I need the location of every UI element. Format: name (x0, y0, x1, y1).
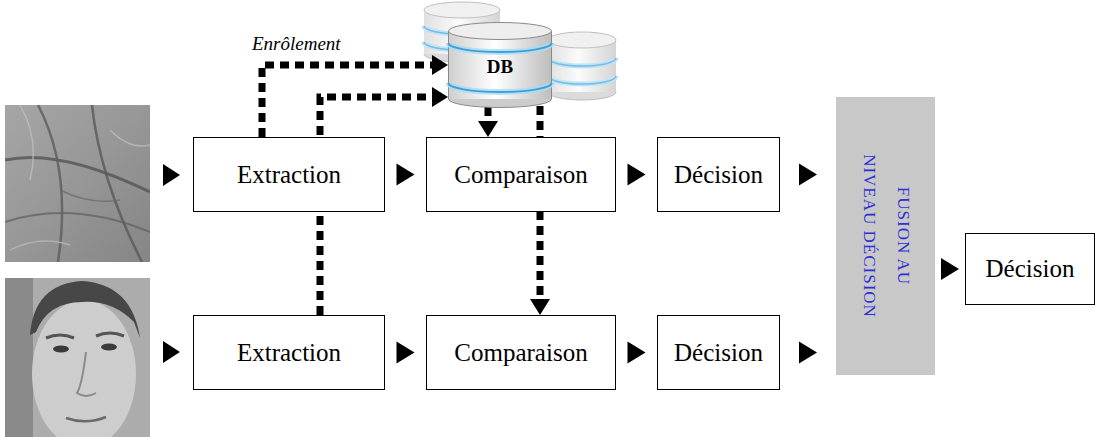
database-back-cylinder (548, 32, 616, 100)
node-label: Décision (674, 161, 763, 189)
node-label: Décision (986, 255, 1075, 283)
node-label: Extraction (237, 161, 341, 189)
palm-image (5, 105, 150, 262)
database-cylinder: DB (448, 22, 552, 108)
fusion-band: FUSION AU NIVEAU DÉCISION (836, 97, 935, 375)
flow-arrow (385, 164, 426, 186)
node-label: FUSION AU NIVEAU DÉCISION (852, 111, 920, 361)
input-arrowhead (163, 164, 180, 186)
flow-arrow (616, 342, 657, 364)
process-box: Extraction (193, 137, 385, 212)
face-image (5, 278, 150, 437)
process-box: Comparaison (426, 137, 616, 212)
node-label: Extraction (237, 339, 341, 367)
node-label: Comparaison (454, 339, 587, 367)
flow-arrow (385, 342, 426, 364)
node-label: Décision (674, 339, 763, 367)
flow-arrow (935, 258, 965, 280)
process-box: Décision (657, 315, 780, 390)
flow-arrow (780, 342, 836, 364)
dashed-arrow (262, 65, 432, 137)
process-box: Décision (965, 233, 1095, 305)
node-label: DB (487, 57, 513, 78)
process-box: Comparaison (426, 315, 616, 390)
process-box: Décision (657, 137, 780, 212)
dashed-arrow (488, 107, 489, 121)
flow-arrow (616, 164, 657, 186)
input-arrowhead (163, 341, 180, 363)
process-box: Extraction (193, 315, 385, 390)
edge-label: Enrôlement (250, 34, 343, 55)
node-label: Comparaison (454, 161, 587, 189)
flow-arrow (780, 164, 836, 186)
